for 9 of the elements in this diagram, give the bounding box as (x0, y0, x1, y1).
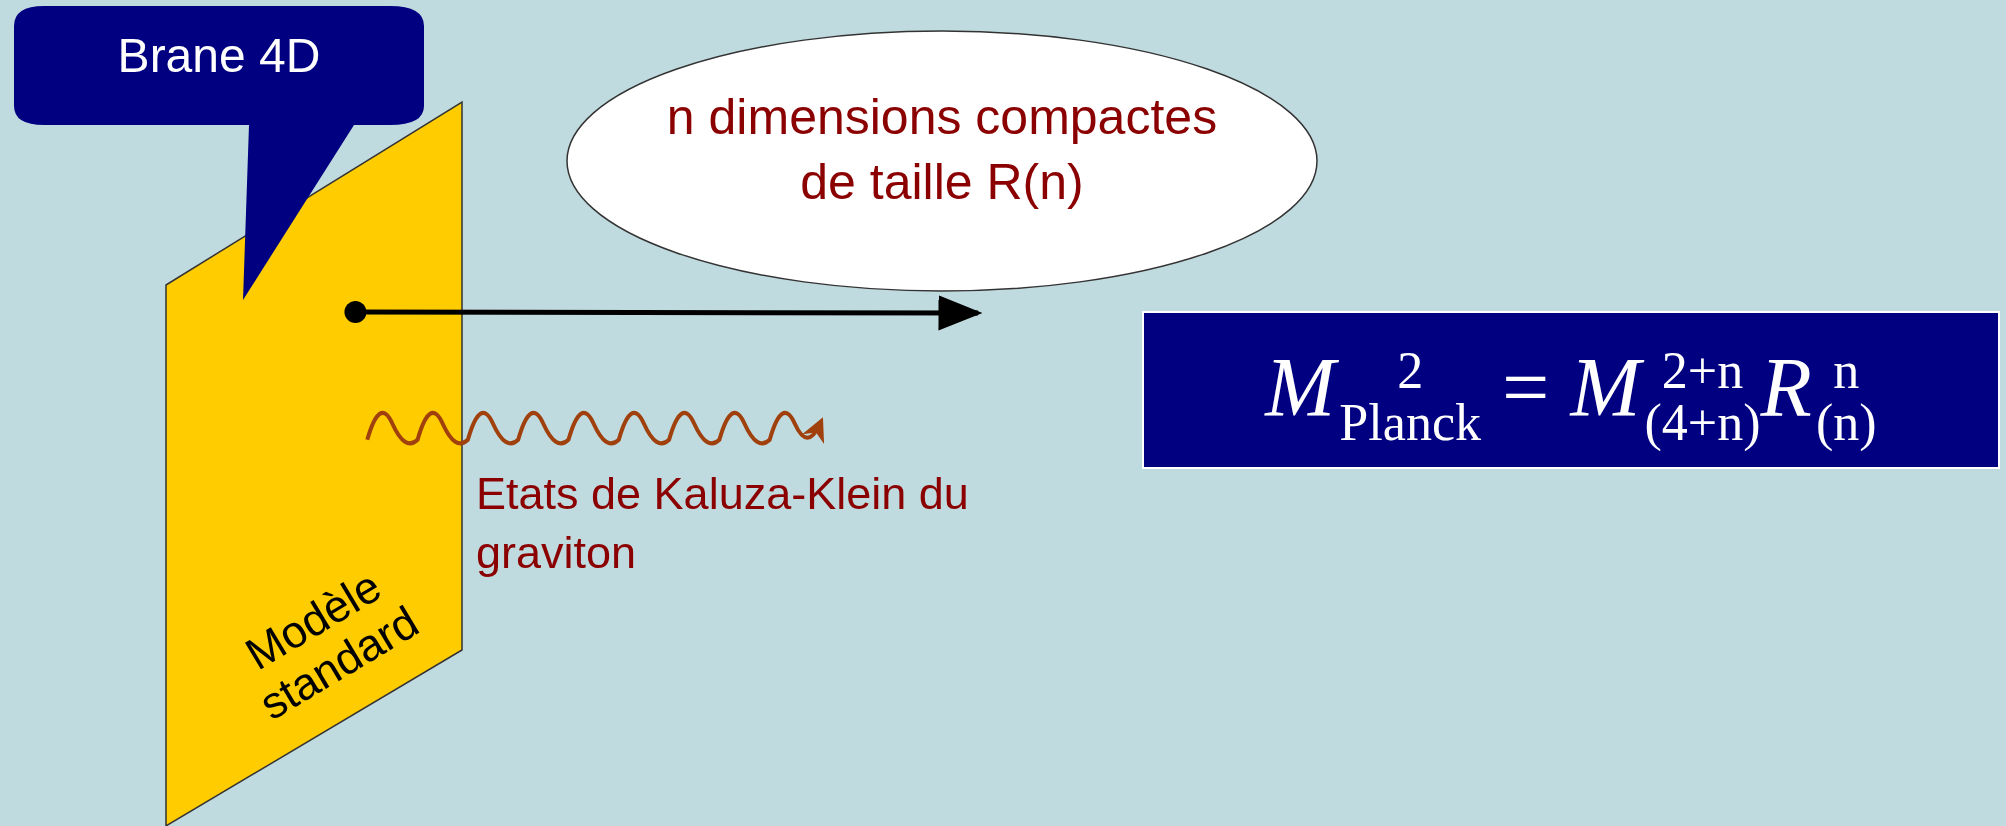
annotation-text: Etats de Kaluza-Klein du graviton (476, 467, 970, 580)
brane-plane (166, 102, 462, 826)
speech-bubble (14, 6, 424, 300)
arrow (344, 295, 983, 331)
formula-panel (1142, 311, 2000, 469)
wavy-arrow (365, 411, 824, 446)
bubble-text: Brane 4D (116, 28, 322, 83)
ellipse-text: n dimensions compactes de taille R(n) (665, 88, 1219, 212)
ellipse-bubble (566, 30, 1318, 292)
